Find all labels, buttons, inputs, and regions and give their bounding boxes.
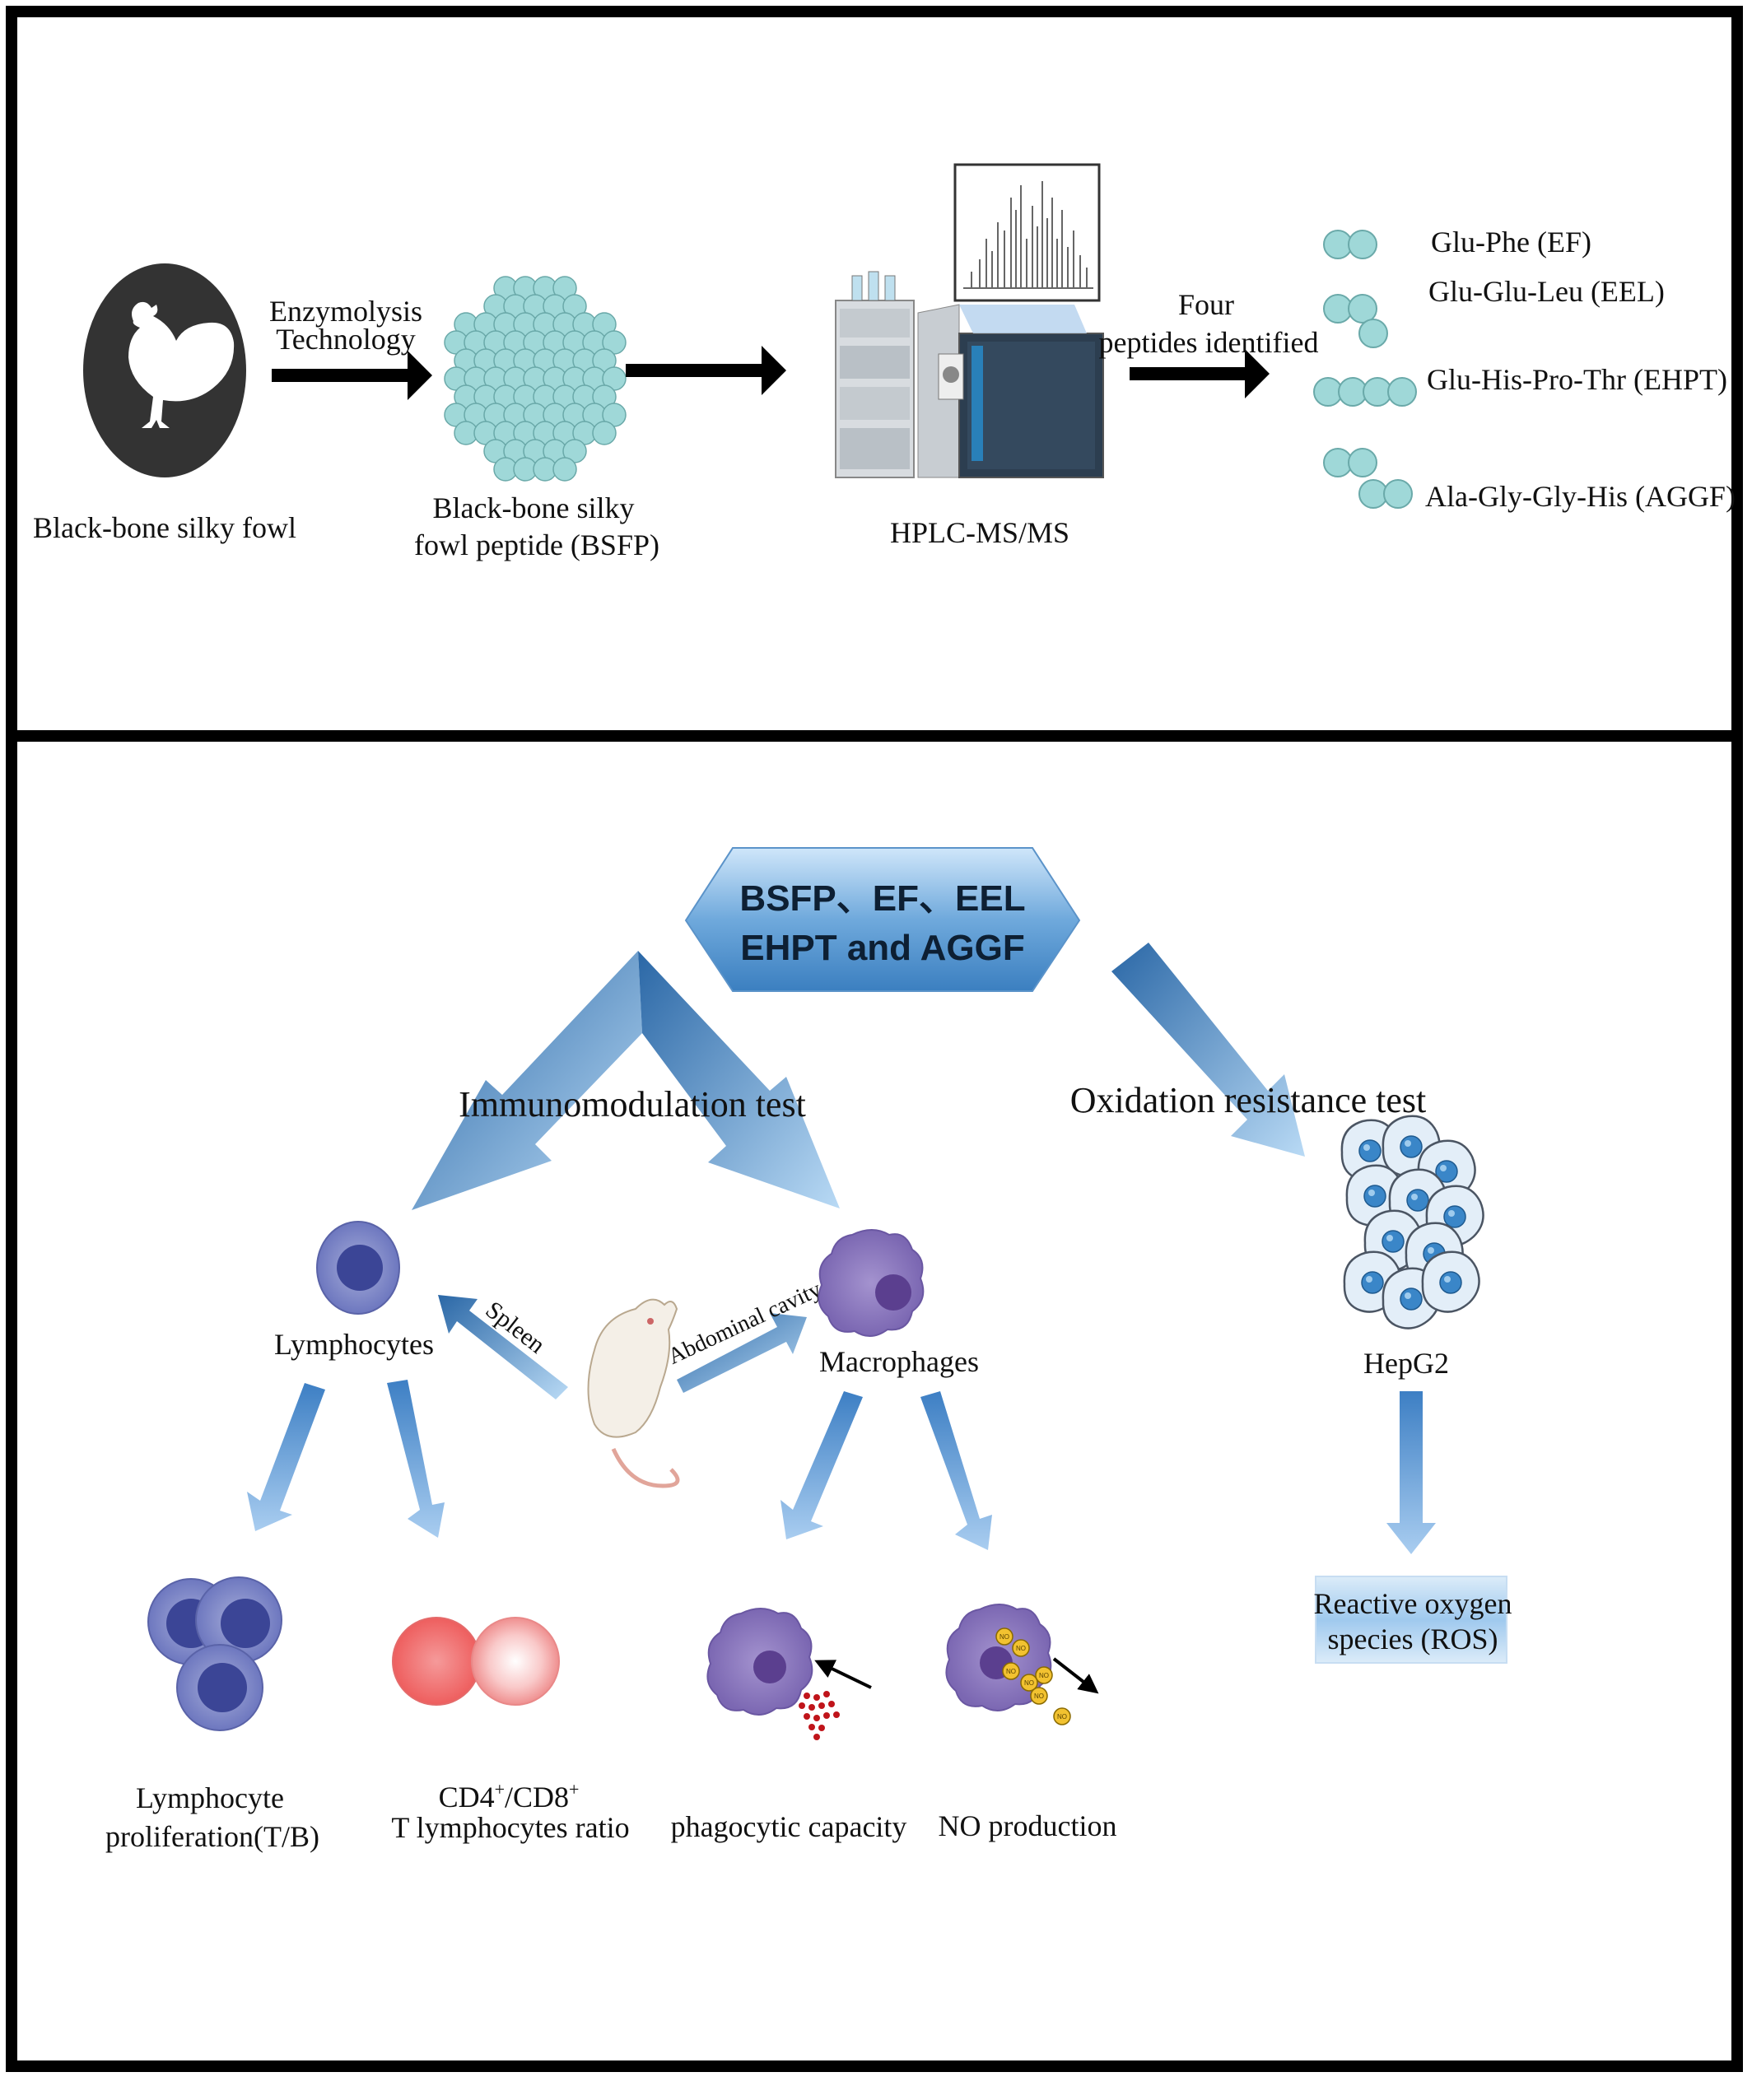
svg-text:NO: NO [1024, 1679, 1034, 1687]
red-particle [823, 1691, 830, 1697]
banner-line-1: BSFP、EF、EEL [739, 878, 1025, 919]
no-molecule: NO [1020, 1674, 1038, 1692]
no-molecule: NO [1030, 1687, 1048, 1705]
chicken-icon [83, 263, 246, 477]
peptide-label-aggf: Ala-Gly-Gly-His (AGGF) [1425, 480, 1736, 513]
arrow-to-no [920, 1391, 992, 1550]
bsfp-label-1: Black-bone silky [433, 491, 635, 524]
red-particle [813, 1734, 820, 1740]
lymphocytes-label: Lymphocytes [274, 1328, 434, 1361]
lymphocyte-icon [316, 1221, 400, 1315]
arrow-to-ros [1386, 1391, 1436, 1554]
peptide-bead [552, 457, 577, 482]
t-cell-ratio-icon [392, 1617, 560, 1706]
abdominal-arrow [677, 1313, 807, 1393]
peptide-aggf-icon [1323, 448, 1413, 509]
immunomodulation-arrow [412, 951, 840, 1210]
peptide-ef-icon [1323, 230, 1377, 259]
hplc-ms-instrument-icon [835, 163, 1104, 478]
arrow-to-phagocytic [780, 1391, 863, 1539]
svg-text:NO: NO [999, 1633, 1009, 1641]
lymphocyte-proliferation-icon [147, 1576, 282, 1731]
red-particle [799, 1702, 805, 1709]
peptide-eel-icon [1323, 294, 1388, 348]
mass-spectrum-icon [963, 181, 1093, 289]
red-particle [808, 1704, 815, 1711]
peptide-label-eel: Glu-Glu-Leu (EEL) [1428, 275, 1665, 308]
mouse-icon [587, 1298, 680, 1488]
hepg2-label: HepG2 [1363, 1347, 1449, 1380]
ratio-label-1: CD4+/CD8+ [439, 1779, 580, 1814]
red-particle [804, 1713, 810, 1720]
compounds-banner [684, 847, 1081, 992]
bsfp-peptide-cluster-icon [444, 276, 627, 482]
svg-text:NO: NO [1016, 1645, 1026, 1652]
red-particle [818, 1725, 825, 1731]
no-macrophage-icon [945, 1604, 1099, 1711]
svg-text:NO: NO [1057, 1713, 1067, 1721]
no-molecule: NO [1053, 1707, 1071, 1725]
red-particle [813, 1715, 820, 1721]
red-particle [808, 1724, 815, 1730]
macrophages-label: Macrophages [819, 1345, 979, 1378]
arrow-peptides-identified [1130, 349, 1270, 398]
svg-text:NO: NO [1034, 1693, 1044, 1700]
peptide-label-ef: Glu-Phe (EF) [1431, 226, 1591, 258]
arrow-to-ratio [387, 1380, 445, 1538]
peptide-label-ehpt: Glu-His-Pro-Thr (EHPT) [1427, 363, 1727, 396]
instrument-label: HPLC-MS/MS [890, 516, 1069, 549]
svg-text:NO: NO [1039, 1672, 1049, 1679]
arrow-to-hplc [626, 346, 786, 395]
peptides-identified-label-1: Four [1178, 288, 1234, 321]
ros-box [1315, 1576, 1507, 1664]
red-particle [804, 1693, 810, 1699]
spleen-arrow [438, 1295, 568, 1399]
red-particle [823, 1712, 830, 1719]
ros-label-1: Reactive oxygen [1314, 1587, 1512, 1620]
oxidation-label: Oxidation resistance test [1070, 1080, 1427, 1120]
red-particle [828, 1701, 835, 1707]
no-label: NO production [939, 1809, 1117, 1842]
arrow-enzymolysis [272, 351, 432, 400]
svg-text:NO: NO [1006, 1668, 1016, 1675]
no-molecule: NO [995, 1627, 1013, 1646]
proliferation-label-1: Lymphocyte [136, 1781, 284, 1814]
macrophage-icon [818, 1229, 925, 1337]
red-particle [833, 1711, 840, 1718]
phagocytic-label: phagocytic capacity [671, 1810, 907, 1843]
red-particle [818, 1702, 825, 1709]
peptide-bead [592, 421, 617, 445]
red-particle [813, 1694, 820, 1701]
oxidation-arrow [1111, 943, 1305, 1157]
no-molecule: NO [1002, 1662, 1020, 1680]
ros-label-2: species (ROS) [1328, 1623, 1498, 1655]
proliferation-label-2: proliferation(T/B) [105, 1820, 319, 1853]
phagocytic-macrophage-icon [706, 1608, 872, 1716]
hepg2-cells-icon [1340, 1115, 1484, 1329]
no-molecule: NO [1035, 1666, 1053, 1684]
ratio-label-2: T lymphocytes ratio [391, 1811, 629, 1844]
bsfp-label-2: fowl peptide (BSFP) [414, 528, 659, 561]
enzymolysis-label-2: Technology [276, 323, 415, 356]
peptides-identified-label-2: peptides identified [1099, 326, 1319, 359]
arrow-to-proliferation [247, 1383, 325, 1531]
bottom-panel-frame [6, 730, 1743, 2072]
enzymolysis-label-1: Enzymolysis [269, 295, 422, 328]
hepg2-cell [1421, 1250, 1480, 1313]
banner-line-2: EHPT and AGGF [740, 928, 1025, 968]
peptide-ehpt-icon [1313, 377, 1417, 407]
immuno-label: Immunomodulation test [459, 1084, 806, 1125]
particles-icon [799, 1691, 840, 1740]
source-label: Black-bone silky fowl [33, 511, 296, 544]
no-molecule: NO [1012, 1639, 1030, 1657]
